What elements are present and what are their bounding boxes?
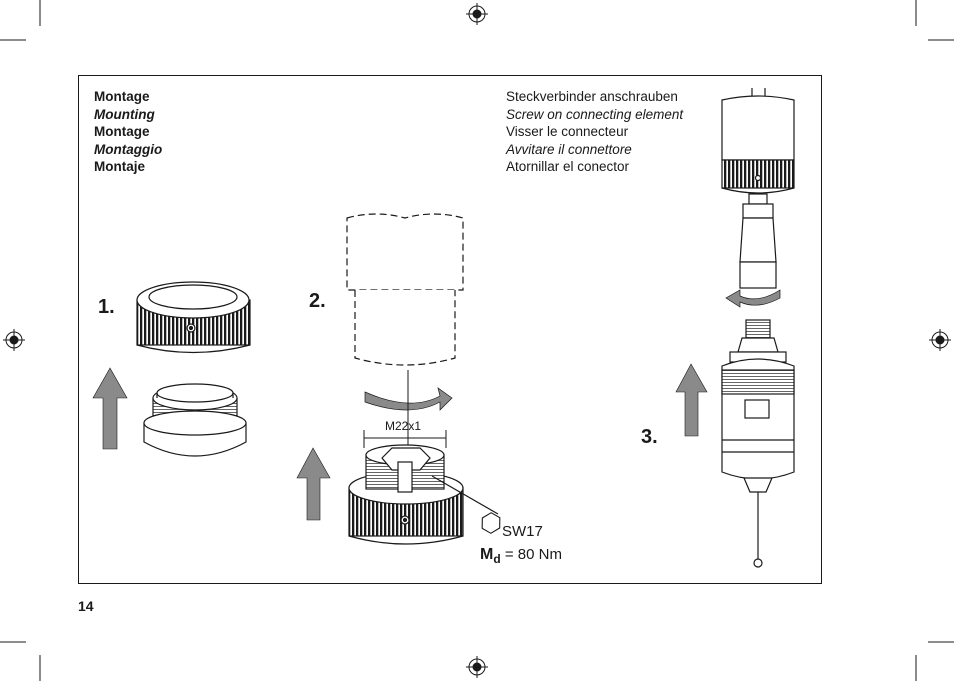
- heading-en: Mounting: [94, 106, 155, 122]
- rotation-arrow-icon: [364, 387, 453, 411]
- registration-mark-icon: [929, 329, 951, 351]
- heading-fr: Montage: [94, 124, 150, 140]
- torque-subscript: d: [493, 552, 501, 566]
- registration-mark-icon: [466, 3, 488, 25]
- step2-nut: [348, 444, 499, 545]
- step-number-2: 2.: [309, 290, 326, 312]
- step-number-1: 1.: [98, 296, 115, 318]
- subheading-fr: Visser le connecteur: [506, 124, 629, 140]
- step3-adapter: [721, 88, 795, 194]
- torque-symbol: M: [480, 546, 494, 563]
- registration-mark-icon: [466, 656, 488, 678]
- step1-nut: [136, 281, 251, 354]
- content-frame: [78, 75, 822, 584]
- page-number: 14: [78, 598, 94, 614]
- hexagon-icon: [481, 512, 501, 534]
- step-number-3: 3.: [641, 426, 658, 448]
- thread-label: M22x1: [385, 419, 422, 433]
- heading-right-column: Steckverbinder anschrauben Screw on conn…: [506, 88, 683, 176]
- step3-connector: [739, 193, 777, 289]
- subheading-de: Steckverbinder anschrauben: [506, 89, 678, 104]
- rotation-arrow-icon: [725, 289, 781, 308]
- subheading-es: Atornillar el conector: [506, 159, 630, 175]
- step2-housing: [346, 213, 464, 366]
- registration-mark-icon: [3, 329, 25, 351]
- up-arrow-icon: [92, 367, 128, 450]
- wrench-size-label: SW17: [502, 523, 543, 540]
- up-arrow-icon: [675, 363, 708, 437]
- torque-value: = 80 Nm: [504, 546, 562, 563]
- step1-ring: [143, 383, 247, 457]
- subheading-it: Avvitare il connettore: [506, 141, 632, 157]
- step3-probe: [721, 319, 795, 568]
- heading-left-column: Montage Mounting Montage Montaggio Monta…: [94, 88, 162, 176]
- heading-de: Montage: [94, 89, 150, 104]
- heading-it: Montaggio: [94, 141, 163, 157]
- up-arrow-icon: [296, 447, 331, 521]
- subheading-en: Screw on connecting element: [506, 106, 684, 122]
- torque-label: Md = 80 Nm: [480, 546, 562, 566]
- heading-es: Montaje: [94, 159, 146, 175]
